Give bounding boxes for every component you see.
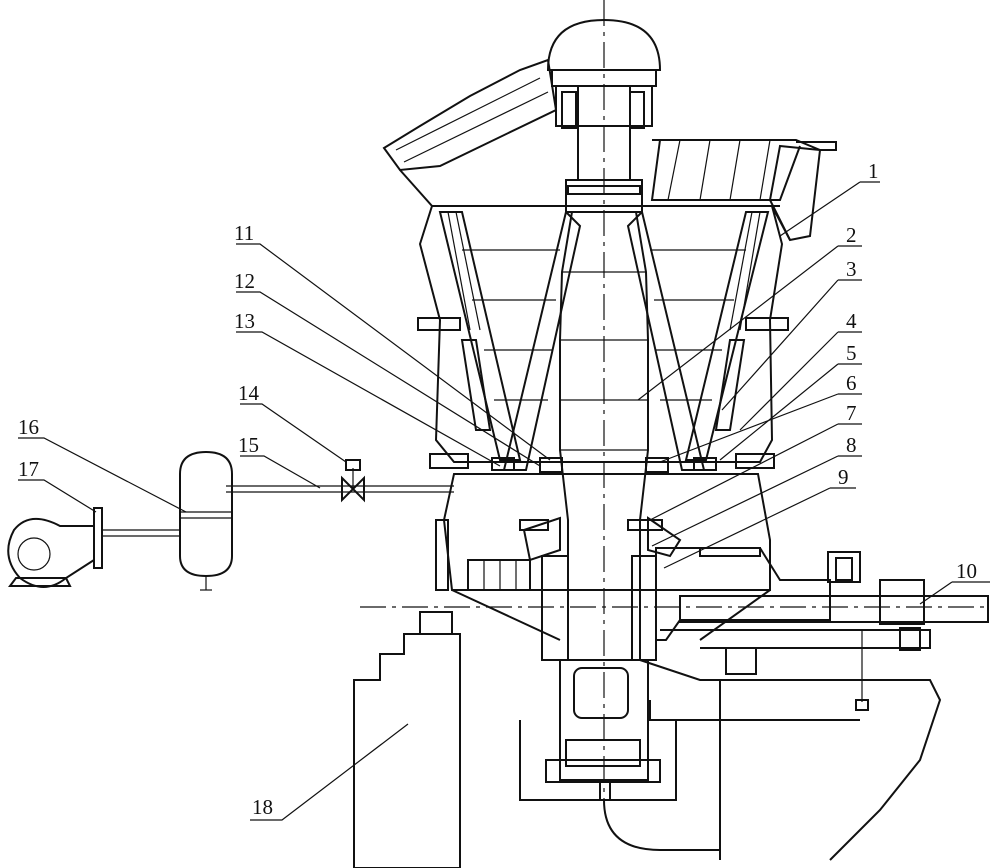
label-9: 9 bbox=[838, 465, 849, 489]
pipeline bbox=[226, 459, 454, 503]
label-14: 14 bbox=[238, 381, 260, 405]
bottom-housing-right bbox=[639, 659, 942, 861]
main-shaft bbox=[559, 86, 649, 660]
part-labels: 1 2 3 4 5 6 7 8 9 10 11 12 13 14 15 16 1… bbox=[18, 159, 977, 819]
blower bbox=[7, 507, 180, 588]
label-3: 3 bbox=[846, 257, 857, 281]
mantle bbox=[502, 210, 706, 471]
label-12: 12 bbox=[234, 269, 255, 293]
label-16: 16 bbox=[18, 415, 39, 439]
label-11: 11 bbox=[234, 221, 254, 245]
label-8: 8 bbox=[846, 433, 857, 457]
countershaft bbox=[660, 551, 989, 711]
label-6: 6 bbox=[846, 371, 857, 395]
foundation bbox=[353, 611, 461, 868]
label-7: 7 bbox=[846, 401, 857, 425]
label-10: 10 bbox=[956, 559, 977, 583]
leader-lines bbox=[18, 181, 990, 821]
label-15: 15 bbox=[238, 433, 259, 457]
seal-ring bbox=[491, 457, 717, 473]
concave-liner bbox=[438, 211, 770, 461]
feed-hopper-right bbox=[650, 139, 837, 242]
valve-icon bbox=[341, 475, 365, 503]
hydraulic-cylinder bbox=[519, 659, 720, 851]
label-13: 13 bbox=[234, 309, 255, 333]
tank bbox=[179, 450, 233, 591]
label-18: 18 bbox=[252, 795, 273, 819]
lower-frame bbox=[435, 473, 831, 661]
feed-hopper-left bbox=[382, 58, 558, 172]
label-5: 5 bbox=[846, 341, 857, 365]
upper-frame bbox=[399, 169, 791, 469]
label-1: 1 bbox=[868, 159, 879, 183]
label-2: 2 bbox=[846, 223, 857, 247]
label-4: 4 bbox=[846, 309, 857, 333]
label-17: 17 bbox=[18, 457, 39, 481]
